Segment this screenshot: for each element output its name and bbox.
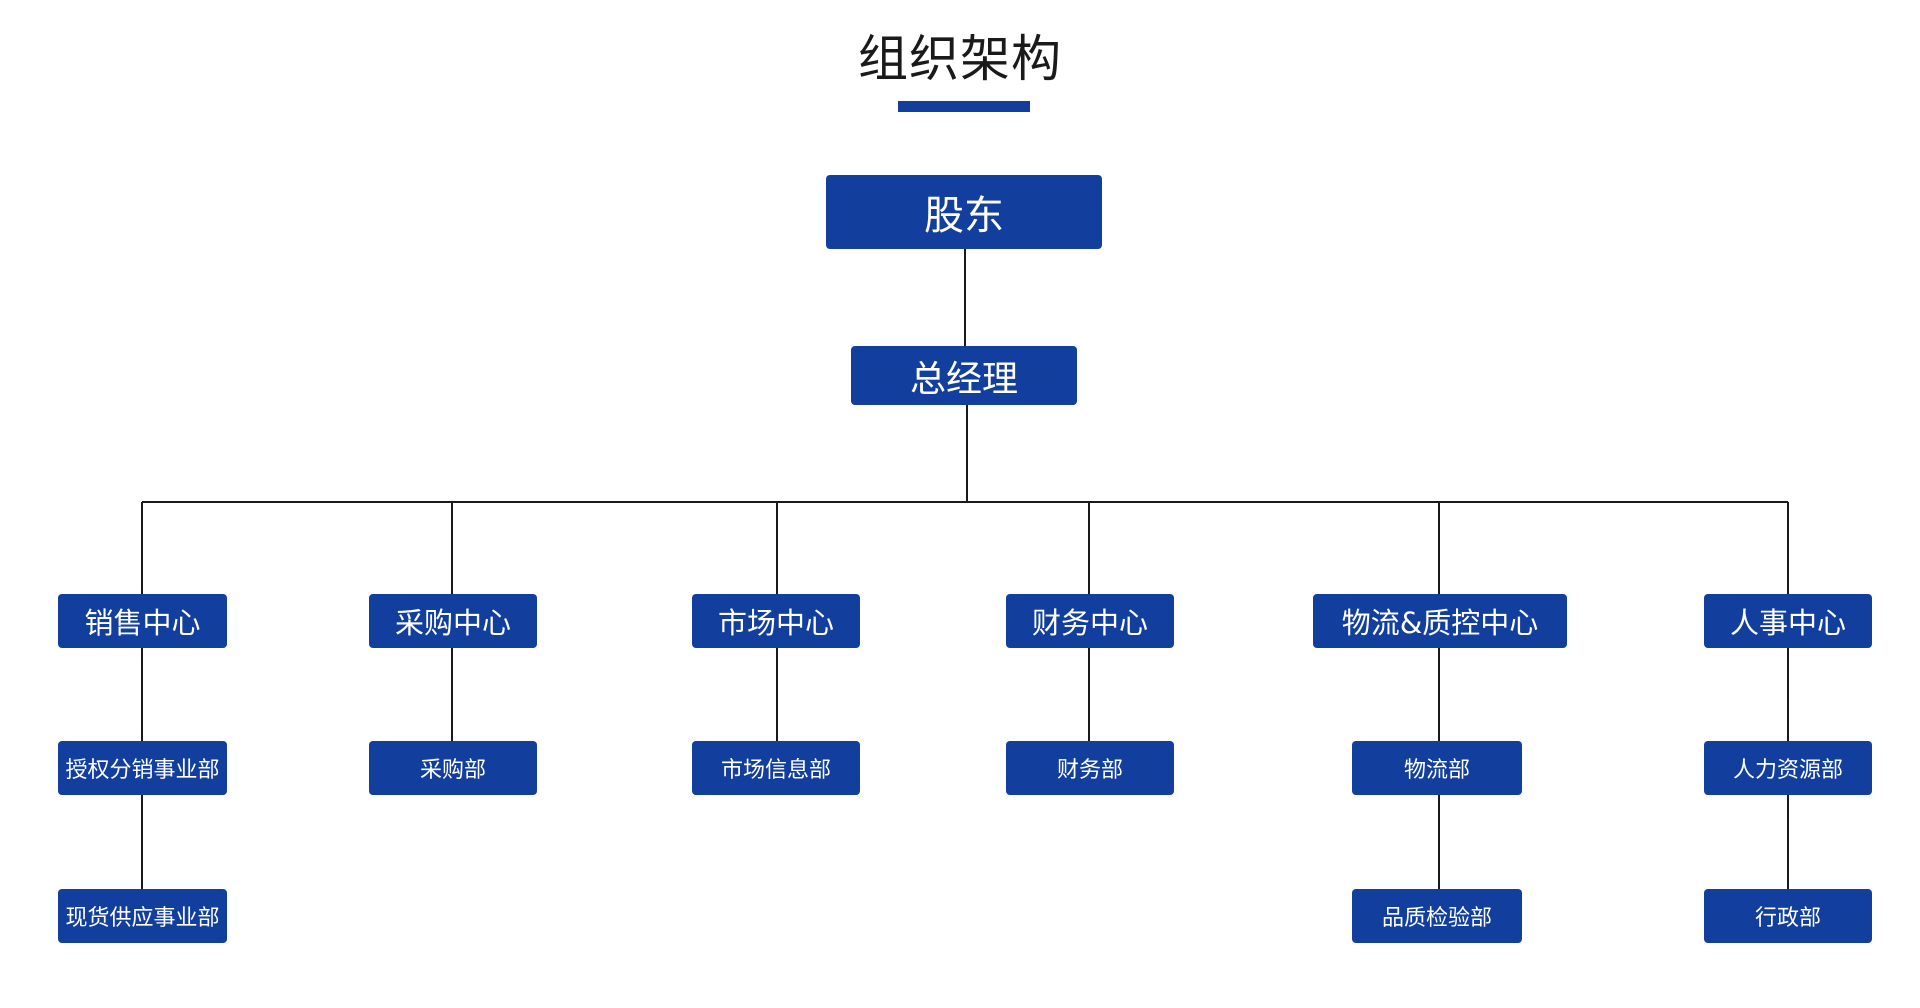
node-dept-purchasing: 采购部 <box>369 741 537 795</box>
node-center-finance: 财务中心 <box>1006 594 1174 648</box>
node-dept-quality-inspection: 品质检验部 <box>1352 889 1522 943</box>
node-center-logistics-qc: 物流&质控中心 <box>1313 594 1567 648</box>
node-dept-administration: 行政部 <box>1704 889 1872 943</box>
title-underline <box>898 101 1030 112</box>
page-title: 组织架构 <box>858 30 1062 88</box>
node-shareholders: 股东 <box>826 175 1102 249</box>
node-dept-human-resources: 人力资源部 <box>1704 741 1872 795</box>
node-center-purchase: 采购中心 <box>369 594 537 648</box>
node-dept-logistics: 物流部 <box>1352 741 1522 795</box>
node-dept-spot-supply: 现货供应事业部 <box>58 889 227 943</box>
node-center-hr: 人事中心 <box>1704 594 1872 648</box>
node-dept-authorized-distribution: 授权分销事业部 <box>58 741 227 795</box>
node-dept-finance: 财务部 <box>1006 741 1174 795</box>
node-general-manager: 总经理 <box>851 346 1077 405</box>
node-center-sales: 销售中心 <box>58 594 227 648</box>
node-dept-market-info: 市场信息部 <box>692 741 860 795</box>
node-center-market: 市场中心 <box>692 594 860 648</box>
